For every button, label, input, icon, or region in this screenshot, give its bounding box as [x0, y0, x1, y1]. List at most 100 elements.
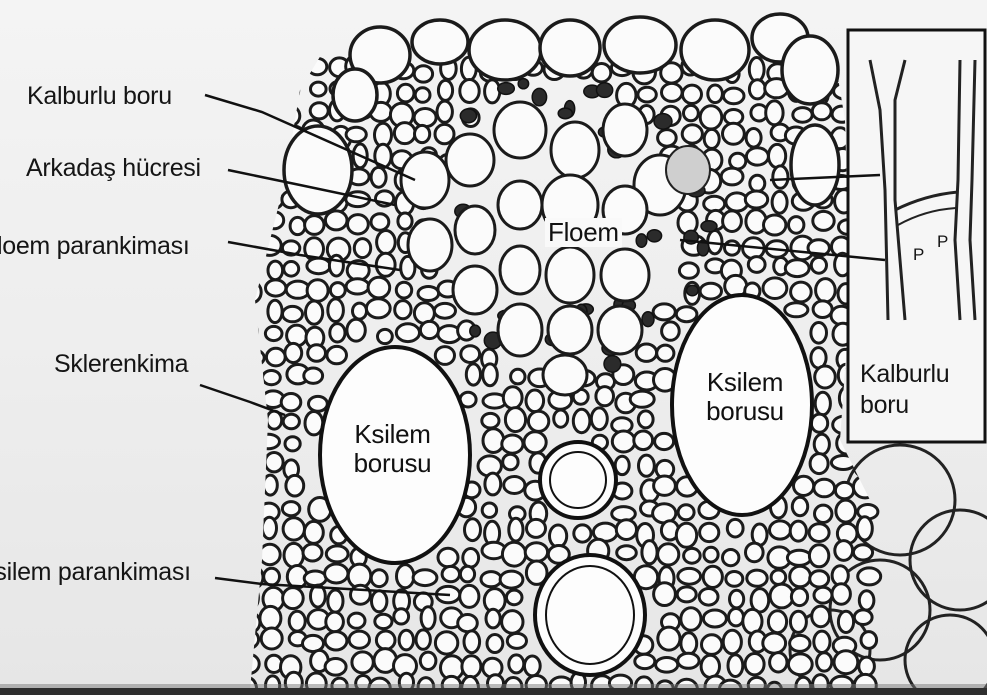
cell: [813, 211, 834, 230]
cell: [284, 543, 303, 567]
cell: [396, 282, 411, 298]
cell: [746, 148, 768, 165]
xylem-right-line1: Ksilem: [690, 368, 800, 397]
cell: [466, 364, 480, 385]
cell: [785, 303, 808, 317]
label-xylem-vessel-right: Ksilem borusu: [690, 368, 800, 426]
cell: [305, 216, 324, 235]
cell: [612, 431, 635, 452]
cell: [240, 196, 260, 215]
cell: [328, 590, 343, 612]
cell: [258, 235, 281, 255]
cell: [772, 191, 787, 213]
cell: [304, 368, 323, 383]
cell: [397, 565, 414, 588]
cell: [811, 257, 826, 273]
cell: [464, 631, 480, 653]
cell: [353, 303, 367, 319]
dark-cell: [642, 312, 654, 327]
cell: [414, 109, 436, 127]
cell: [304, 521, 323, 543]
cell: [701, 655, 719, 677]
cell: [243, 368, 262, 390]
cell: [766, 101, 783, 125]
cell: [329, 255, 343, 276]
cell: [524, 656, 540, 676]
cell: [242, 350, 264, 366]
cell: [486, 609, 500, 628]
cell: [810, 571, 829, 587]
cell: [413, 570, 437, 586]
cell: [263, 475, 277, 495]
cell: [244, 587, 259, 610]
label-sieve-tube: Kalburlu boru: [27, 84, 172, 109]
cell: [791, 588, 807, 606]
xylem-left-line2: borusu: [335, 449, 450, 478]
cell: [792, 497, 807, 515]
cell: [328, 299, 344, 322]
cell: [394, 609, 409, 624]
cell: [721, 168, 743, 185]
cell: [239, 87, 261, 102]
cell: [242, 454, 263, 476]
cell: [574, 525, 591, 542]
cell: [749, 80, 765, 99]
cell: [813, 301, 832, 318]
cell: [634, 431, 653, 450]
cell: [770, 653, 787, 672]
cell: [399, 630, 413, 650]
cell: [420, 321, 438, 338]
cell: [442, 566, 459, 581]
cell: [483, 364, 498, 386]
cell: [483, 429, 504, 453]
cell: [326, 612, 344, 632]
cell: [240, 300, 255, 320]
cell: [793, 108, 812, 123]
cell: [458, 615, 478, 632]
cell: [654, 476, 676, 495]
cell: [596, 387, 614, 406]
cell: [265, 326, 282, 340]
cell: [266, 193, 283, 208]
cell: [750, 175, 765, 191]
cell: [460, 585, 479, 607]
dark-cell: [460, 109, 476, 123]
cell: [246, 436, 262, 455]
cell: [630, 391, 654, 407]
cell: [502, 435, 523, 453]
cell: [281, 394, 301, 411]
cell: [371, 214, 389, 231]
cell: [764, 215, 786, 235]
cell: [240, 240, 259, 256]
cell: [266, 280, 286, 296]
label-phloem-parenchyma: Floem parankiması: [0, 234, 189, 259]
cell: [857, 517, 872, 540]
cell: [794, 476, 814, 495]
cell: [683, 85, 702, 103]
cell: [347, 319, 365, 341]
cell: [284, 262, 299, 277]
cell: [435, 347, 454, 365]
cell: [746, 129, 761, 148]
cell: [371, 570, 387, 587]
cell: [372, 591, 387, 612]
cell: [769, 144, 786, 167]
label-xylem-parenchyma: Ksilem parankiması: [0, 560, 191, 585]
cell: [264, 568, 280, 585]
cell: [617, 546, 637, 560]
cell: [485, 80, 500, 103]
cell: [635, 654, 655, 668]
cell: [771, 570, 786, 584]
cell: [726, 572, 743, 587]
cell: [236, 414, 259, 436]
cell: [723, 123, 745, 144]
cell: [811, 323, 827, 344]
cell: [527, 519, 546, 537]
cell: [749, 58, 764, 82]
cell: [817, 653, 832, 671]
cell: [658, 544, 679, 565]
cell: [502, 542, 525, 566]
cell: [763, 633, 786, 653]
dark-cell: [687, 285, 699, 296]
cell: [656, 658, 678, 673]
